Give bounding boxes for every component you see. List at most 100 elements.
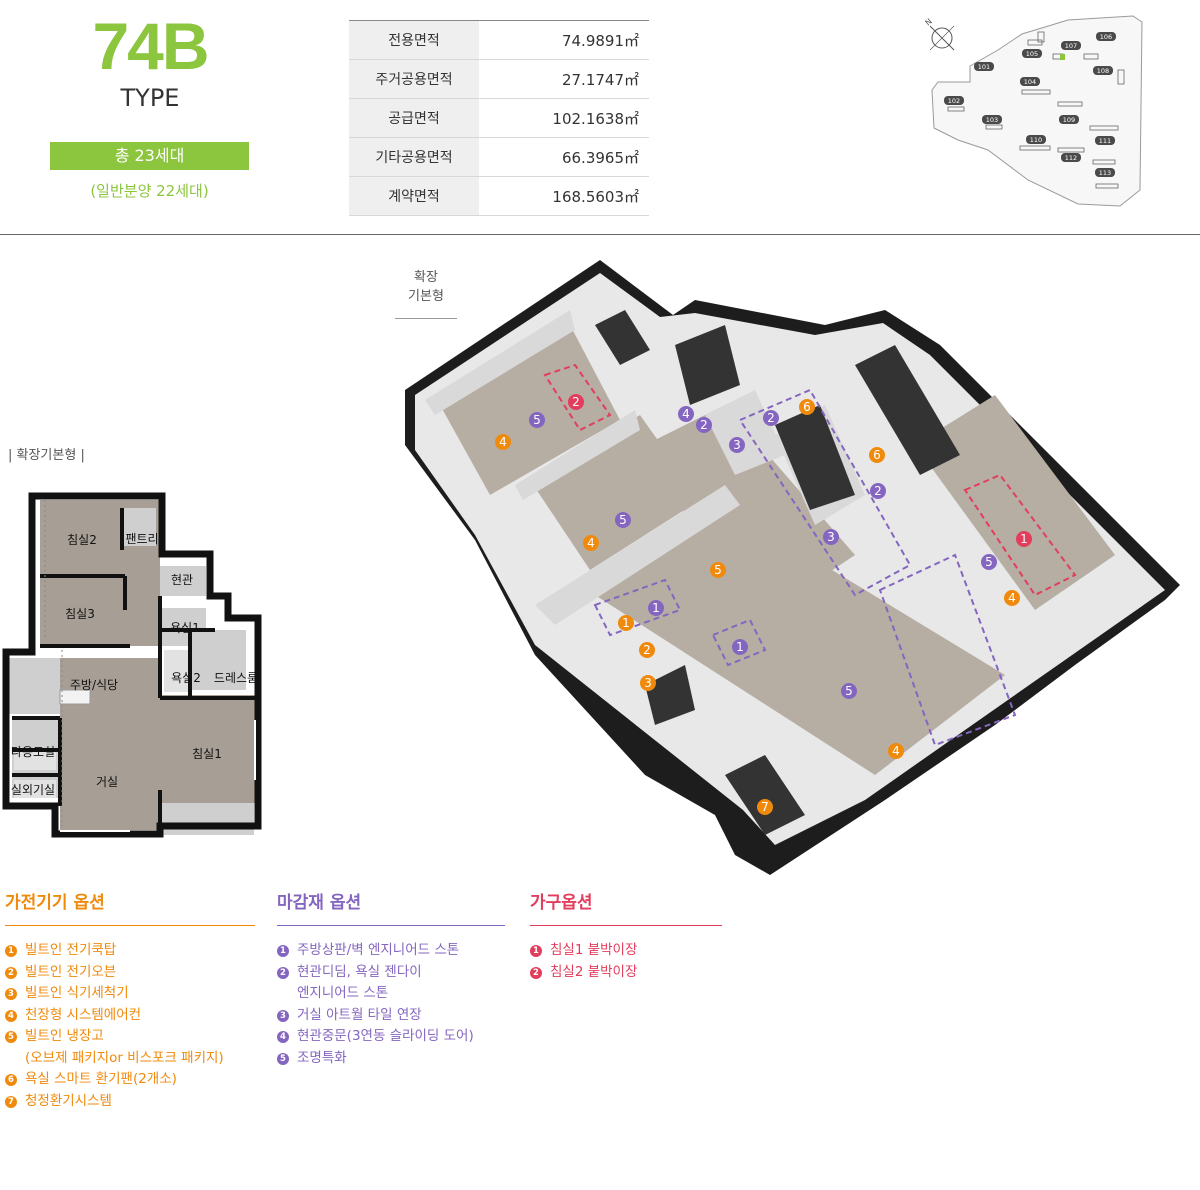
table-row: 전용면적 74.9891㎡: [349, 20, 649, 60]
marker-purple-2: 2: [763, 410, 779, 426]
svg-text:2: 2: [874, 484, 882, 498]
area-label: 공급면적: [349, 98, 479, 138]
svg-text:3: 3: [733, 438, 741, 452]
area-value: 102.1638㎡: [479, 98, 649, 138]
marker-orange-4: 4: [888, 743, 904, 759]
fixtures: [595, 310, 960, 835]
number-badge: 1: [530, 945, 542, 957]
marker-purple-5: 5: [841, 683, 857, 699]
option-text: 침실2 붙박이장: [550, 963, 638, 980]
area-value: 27.1747㎡: [479, 59, 649, 99]
marker-purple-4: 4: [678, 406, 694, 422]
isometric-3d-view: 4 4 5 1 2 3 4 6 6 4 7 5 4 2 2 3 5 2 3 1 …: [405, 260, 1180, 875]
number-badge: 7: [5, 1095, 17, 1108]
option-text: 조명특화: [297, 1049, 347, 1066]
number-badge: 3: [5, 988, 17, 1000]
room-bedroom3: 침실3: [65, 607, 95, 621]
svg-text:5: 5: [845, 684, 853, 698]
marker-red-2: 2: [568, 394, 584, 410]
marker-purple-3: 3: [729, 437, 745, 453]
divider: [277, 925, 505, 926]
building-108: [1093, 66, 1113, 75]
building-label: 112: [1065, 154, 1077, 162]
area-label: 전용면적: [349, 20, 479, 60]
marker-purple-1: 1: [732, 639, 748, 655]
compass-north-label: N: [924, 17, 934, 28]
marker-orange-3: 3: [640, 675, 656, 691]
marker-purple-5: 5: [529, 412, 545, 428]
room-kitchen-dining: 주방/식당: [70, 678, 118, 692]
building-label: 108: [1097, 67, 1109, 75]
marker-orange-1: 1: [618, 615, 634, 631]
building-107: [1061, 41, 1081, 50]
building-label: 106: [1100, 33, 1112, 41]
option-text: 욕실 스마트 환기팬(2개소): [25, 1071, 177, 1087]
svg-text:2: 2: [572, 395, 580, 409]
building-label: 104: [1024, 78, 1036, 86]
number-badge: 2: [277, 966, 289, 979]
building-110: [1026, 135, 1046, 144]
svg-text:4: 4: [682, 407, 690, 421]
building-label: 101: [978, 63, 990, 71]
option-text: 현관중문(3연동 슬라이딩 도어): [297, 1028, 474, 1044]
marker-orange-4: 4: [495, 434, 511, 450]
svg-text:4: 4: [892, 744, 900, 758]
svg-text:5: 5: [985, 555, 993, 569]
area-table: 전용면적 74.9891㎡ 주거공용면적 27.1747㎡ 공급면적 102.1…: [349, 20, 649, 216]
building-103: [982, 115, 1002, 124]
appliance-options-title: 가전기기 옵션: [5, 893, 105, 913]
type-label: TYPE: [120, 84, 180, 112]
room-bedroom2: 침실2: [67, 533, 97, 547]
area-value: 66.3965㎡: [479, 137, 649, 177]
divider: [530, 925, 722, 926]
svg-text:2: 2: [700, 418, 708, 432]
general-sale-count: (일반분양 22세대): [90, 182, 209, 200]
svg-text:3: 3: [644, 676, 652, 690]
extension-label-line1: 확장: [414, 270, 438, 285]
divider: [5, 925, 255, 926]
type-number: 74B: [92, 9, 209, 83]
floor-plan: 침실2 팬트리 현관 침실3 욕실1 주방/식당 욕실2 드레스룸 다용도실 침…: [2, 492, 262, 838]
svg-text:1: 1: [652, 601, 660, 615]
table-row: 계약면적 168.5603㎡: [349, 176, 649, 216]
svg-text:6: 6: [803, 400, 811, 414]
marker-purple-2: 2: [696, 417, 712, 433]
building-101: [974, 62, 994, 71]
marker-purple-3: 3: [823, 529, 839, 545]
svg-text:1: 1: [622, 616, 630, 630]
number-badge: 5: [5, 1031, 17, 1043]
number-badge: 3: [277, 1009, 289, 1022]
table-row: 기타공용면적 66.3965㎡: [349, 137, 649, 177]
finish-options-title: 마감재 옵션: [277, 893, 362, 913]
building-106: [1096, 32, 1116, 41]
building-label: 113: [1099, 169, 1111, 177]
table-row: 공급면적 102.1638㎡: [349, 98, 649, 138]
marker-orange-6: 6: [799, 399, 815, 415]
area-value: 74.9891㎡: [479, 20, 649, 60]
room-pantry: 팬트리: [125, 532, 158, 546]
area-value: 168.5603㎡: [479, 176, 649, 216]
number-badge: 5: [277, 1052, 289, 1065]
building-102: [944, 96, 964, 105]
floors: [440, 325, 1115, 775]
number-badge: 1: [277, 945, 289, 957]
number-badge: 4: [5, 1009, 17, 1022]
number-badge: 4: [277, 1031, 289, 1043]
area-label: 주거공용면적: [349, 59, 479, 99]
number-badge: 2: [5, 966, 17, 979]
building-111: [1095, 136, 1115, 145]
list-item: 5 조명특화: [277, 1048, 505, 1070]
svg-text:4: 4: [499, 435, 507, 449]
marker-orange-7: 7: [757, 799, 773, 815]
svg-text:4: 4: [587, 536, 595, 550]
room-bedroom1: 침실1: [192, 747, 222, 761]
